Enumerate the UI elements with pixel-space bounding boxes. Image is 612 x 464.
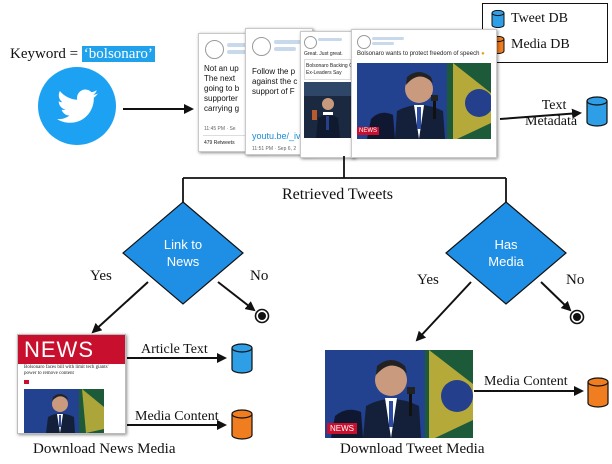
- divider: [203, 135, 259, 136]
- legend-label-media-db: Media DB: [511, 37, 570, 52]
- news-header-title: NEWS: [24, 337, 94, 362]
- tweet-3-card-subtitle: Ex-Leaders Say: [306, 70, 342, 76]
- legend-item-tweet-db: Tweet DB: [491, 10, 568, 28]
- handle-blur: [372, 42, 394, 45]
- link-card-header: [304, 59, 351, 80]
- text-metadata-label: Text Metadata: [525, 98, 577, 130]
- has-media-line-1: Has: [494, 237, 518, 252]
- news-headline: Bolsonaro faces bill with limit tech gia…: [24, 365, 109, 376]
- download-tweet-media-caption: Download Tweet Media: [340, 441, 485, 457]
- keyword-value: ‘bolsonaro’: [81, 46, 155, 62]
- tweet-1-line-4: supporter: [204, 94, 238, 103]
- tweet-card-3: Great. Just great. Bolsonaro Backing C E…: [300, 31, 355, 158]
- news-article-photo: [24, 389, 104, 433]
- right-no-label: No: [566, 272, 585, 288]
- text-metadata-line-2: Metadata: [525, 114, 578, 129]
- article-text-label: Article Text: [141, 342, 208, 357]
- tweet-2-line-2: against the c: [252, 77, 298, 86]
- news-header-bar: NEWS: [18, 335, 125, 364]
- download-news-media-caption: Download News Media: [33, 441, 176, 457]
- tweet-4-text: Bolsonaro wants to protect freedom of sp…: [357, 51, 485, 57]
- tweet-4-photo: [357, 63, 491, 139]
- tweet-2-line-3: support of F: [252, 87, 295, 96]
- left-yes-label: Yes: [90, 268, 112, 284]
- tweet-1-line-5: carrying g: [204, 104, 240, 113]
- username-blur: [227, 43, 257, 47]
- text-metadata-line-1: Text: [541, 98, 567, 113]
- tweet-1-line-1: Not an up: [204, 64, 239, 73]
- news-tag: [24, 380, 29, 384]
- handle-blur: [227, 50, 249, 54]
- article-text-db-icon: [231, 343, 253, 374]
- tweet-1-line-2: The next: [204, 74, 236, 83]
- tweet-1-retweets: 479 Retweets: [204, 140, 235, 146]
- news-article-page: NEWS Bolsonaro faces bill with limit tec…: [17, 334, 126, 434]
- avatar: [205, 40, 224, 59]
- link-to-news-line-2: News: [166, 254, 200, 269]
- left-no-label: No: [250, 268, 269, 284]
- username-blur: [318, 38, 342, 41]
- username-blur: [372, 37, 404, 40]
- has-media-decision: Has Media: [466, 236, 546, 270]
- keyword-prefix: Keyword =: [10, 46, 82, 62]
- tweet-3-photo: [304, 82, 351, 138]
- twitter-logo-icon: [38, 67, 116, 145]
- avatar: [304, 36, 317, 49]
- tweet-media-content-label: Media Content: [484, 374, 568, 389]
- link-to-news-line-1: Link to: [163, 237, 203, 252]
- avatar: [252, 37, 271, 56]
- tweet-3-text: Great. Just great.: [304, 51, 343, 57]
- news-media-db-icon: [231, 409, 253, 440]
- tweet-media-db-icon: [587, 377, 609, 408]
- tweet-4-text-content: Bolsonaro wants to protect freedom of sp…: [357, 51, 480, 57]
- tweet-db-cylinder-icon: [586, 96, 608, 127]
- tweet-1-line-3: going to b: [204, 84, 240, 93]
- tweet-media-news-badge: NEWS: [327, 423, 357, 434]
- tweet-2-line-1: Follow the p: [252, 67, 296, 76]
- tweet-card-4: Bolsonaro wants to protect freedom of sp…: [351, 29, 497, 158]
- news-badge: NEWS: [357, 127, 379, 135]
- avatar: [357, 35, 371, 49]
- link-to-news-decision: Link to News: [143, 236, 223, 270]
- news-media-content-label: Media Content: [135, 409, 219, 424]
- legend: Tweet DB Media DB: [482, 3, 608, 63]
- right-yes-label: Yes: [417, 272, 439, 288]
- username-blur: [274, 40, 304, 44]
- emoji-icon: ●: [481, 51, 485, 57]
- has-media-line-2: Media: [488, 254, 524, 269]
- tweet-db-icon: [491, 10, 505, 28]
- tweet-1-timestamp: 11:45 PM · Se: [204, 126, 236, 132]
- keyword-label: Keyword = ‘bolsonaro’: [10, 46, 155, 63]
- retrieved-tweets-label: Retrieved Tweets: [282, 186, 393, 203]
- tweet-3-card-title: Bolsonaro Backing C: [306, 63, 353, 69]
- legend-label-tweet-db: Tweet DB: [511, 11, 568, 26]
- handle-blur: [274, 47, 296, 51]
- tweet-2-timestamp: 11:51 PM · Sep 6, 2: [252, 146, 297, 152]
- tweet-2-link[interactable]: youtu.be/_iv: [252, 131, 301, 141]
